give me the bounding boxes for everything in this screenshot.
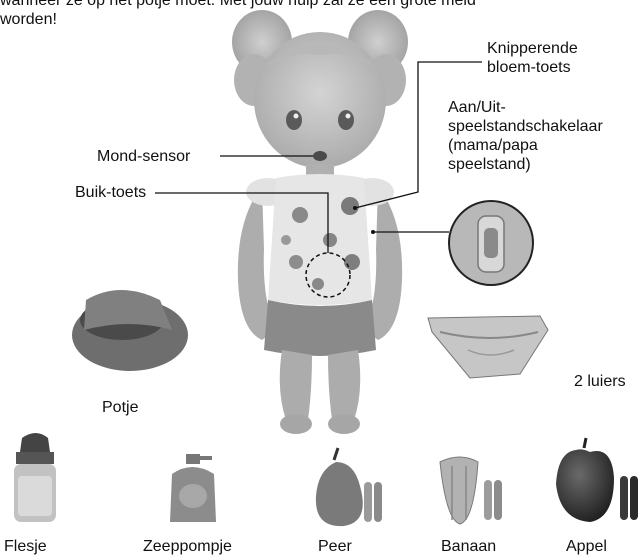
on-off-switch-label-line-1: Aan/Uit- (448, 98, 603, 117)
pear-label: Peer (318, 537, 352, 556)
bottle-image (14, 433, 56, 522)
apple-image (556, 438, 638, 522)
pear-image (316, 448, 382, 526)
bottle-label: Flesje (4, 537, 47, 556)
on-off-switch-label-line-2: speelstandschakelaar (448, 117, 603, 136)
on-off-switch-label: Aan/Uit- speelstandschakelaar (mama/papa… (448, 98, 603, 174)
banana-image (440, 457, 502, 524)
belly-button-label: Buik-toets (75, 183, 146, 202)
flashing-flower-label-line-2: bloem-toets (487, 58, 578, 77)
flashing-flower-label: Knipperende bloem-toets (487, 39, 578, 77)
potty-image (72, 290, 188, 371)
banana-label: Banaan (441, 537, 496, 556)
mouth-sensor-label: Mond-sensor (97, 147, 190, 166)
on-off-switch-label-line-3: (mama/papa (448, 136, 603, 155)
soap-pump-image (170, 454, 216, 522)
switch-magnifier-image (449, 201, 533, 285)
flashing-flower-label-line-1: Knipperende (487, 39, 578, 58)
on-off-switch-label-line-4: speelstand) (448, 155, 603, 174)
soap-pump-label: Zeeppompje (143, 537, 232, 556)
doll-image (232, 10, 408, 434)
diapers-image (428, 316, 548, 378)
potty-label: Potje (102, 398, 138, 417)
diapers-label: 2 luiers (574, 372, 626, 391)
apple-label: Appel (566, 537, 607, 556)
